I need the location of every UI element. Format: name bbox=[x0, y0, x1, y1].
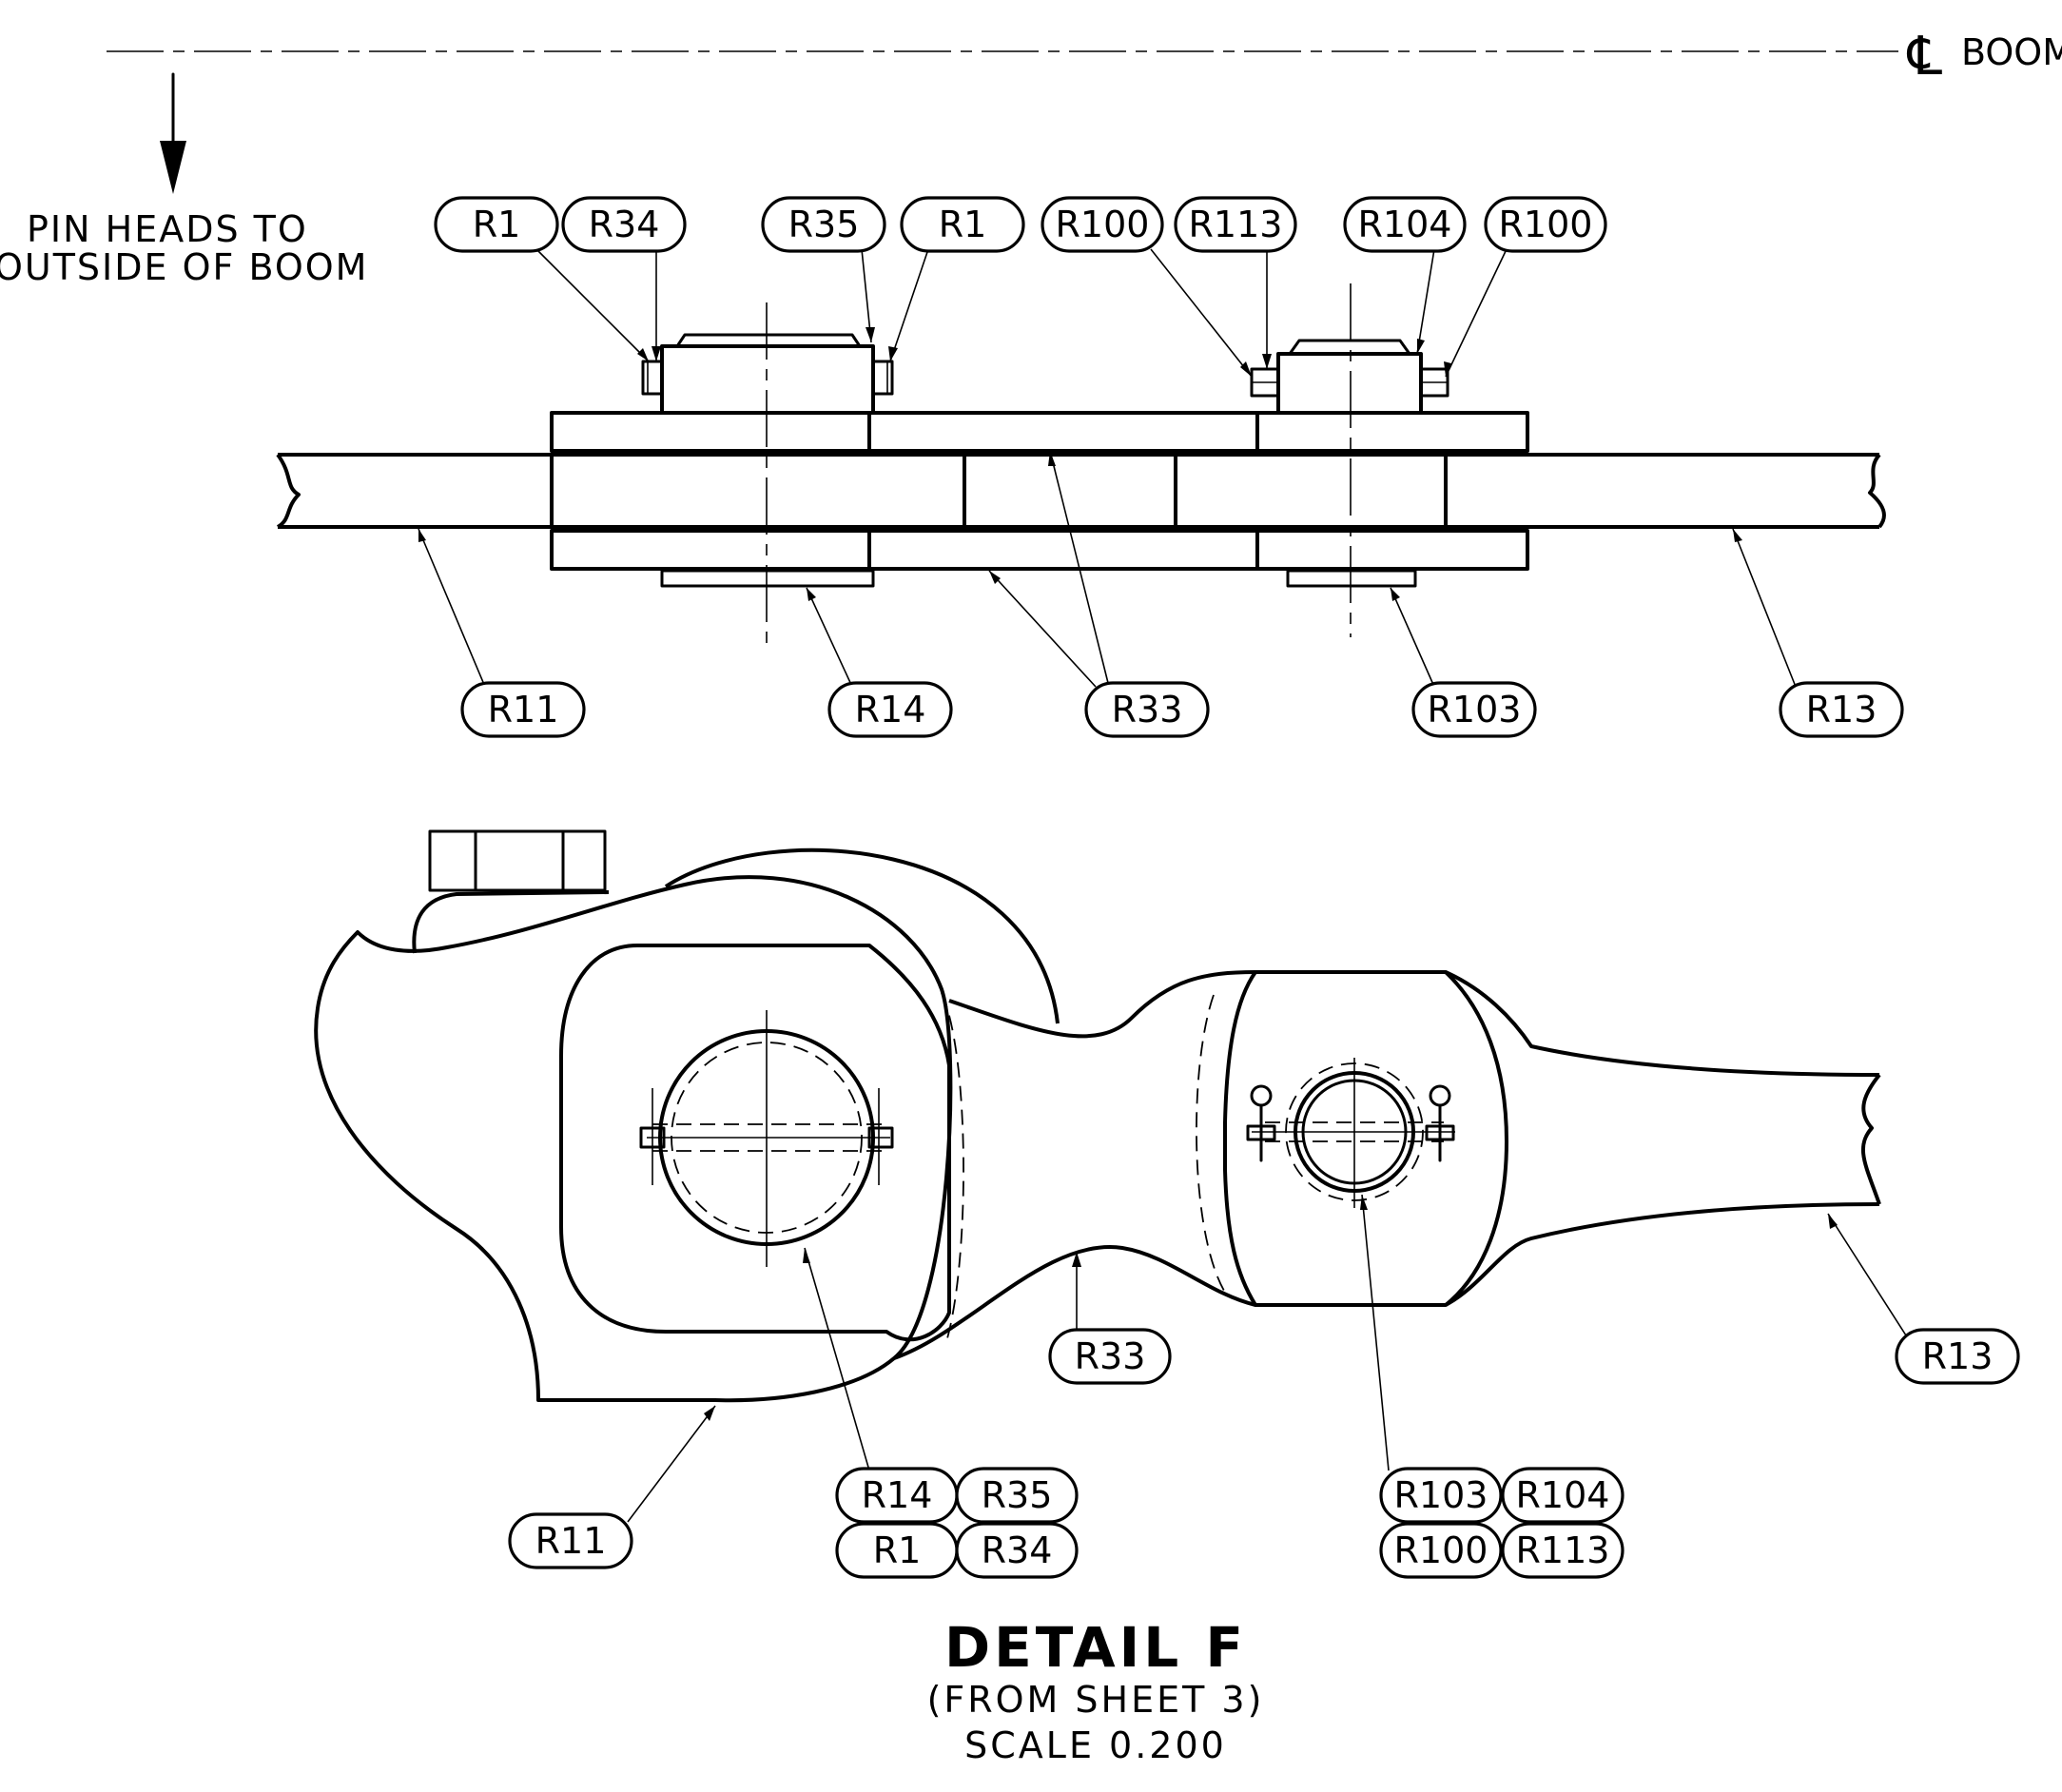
centerline-label: BOOM bbox=[1961, 31, 2062, 73]
link-R33 bbox=[948, 970, 1880, 1077]
balloon-top-r100-b: R100 bbox=[1484, 196, 1607, 253]
balloon-top-r1-b: R1 bbox=[900, 196, 1025, 253]
upper-link-plate bbox=[550, 411, 1529, 453]
svg-text:R104: R104 bbox=[1358, 204, 1452, 245]
balloon-grp-r1: R1 bbox=[835, 1522, 959, 1579]
centerline-symbol: ℄ bbox=[1906, 26, 1942, 88]
leader-lines bbox=[418, 246, 1907, 1523]
balloon-top-r104: R104 bbox=[1343, 196, 1467, 253]
detail-title-block: DETAIL F (FROM SHEET 3) SCALE 0.200 bbox=[927, 1615, 1265, 1766]
balloon-top-r34: R34 bbox=[561, 196, 687, 253]
svg-text:R104: R104 bbox=[1516, 1474, 1610, 1516]
svg-text:R100: R100 bbox=[1499, 204, 1593, 245]
pin-head-left bbox=[641, 333, 894, 415]
pin-heads-note: PIN HEADS TO OUTSIDE OF BOOM bbox=[0, 72, 368, 288]
boom-bar bbox=[276, 453, 1886, 529]
balloon-grp-r104: R104 bbox=[1501, 1467, 1624, 1524]
balloon-mid-r103: R103 bbox=[1411, 681, 1537, 738]
svg-text:R113: R113 bbox=[1516, 1529, 1610, 1571]
leader-arrows bbox=[418, 327, 1838, 1421]
balloon-top-r113: R113 bbox=[1174, 196, 1297, 253]
pin-head-right bbox=[1250, 339, 1449, 415]
balloon-bot-r33: R33 bbox=[1048, 1328, 1172, 1385]
svg-text:R34: R34 bbox=[982, 1529, 1053, 1571]
balloon-grp-r100: R100 bbox=[1379, 1522, 1503, 1579]
balloon-top-r100-a: R100 bbox=[1041, 196, 1164, 253]
svg-text:R11: R11 bbox=[535, 1520, 607, 1562]
svg-text:R35: R35 bbox=[788, 204, 860, 245]
svg-text:R1: R1 bbox=[473, 204, 521, 245]
svg-text:R1: R1 bbox=[873, 1529, 922, 1571]
svg-text:R33: R33 bbox=[1112, 689, 1183, 730]
svg-text:R100: R100 bbox=[1056, 204, 1150, 245]
svg-text:R14: R14 bbox=[862, 1474, 933, 1516]
svg-text:R113: R113 bbox=[1189, 204, 1283, 245]
top-view bbox=[276, 283, 1886, 647]
balloon-grp-r14: R14 bbox=[835, 1467, 959, 1524]
lower-link-plate bbox=[550, 529, 1529, 571]
balloon-mid-r33: R33 bbox=[1084, 681, 1210, 738]
bottom-view bbox=[314, 829, 1881, 1403]
balloon-bot-r13: R13 bbox=[1895, 1328, 2020, 1385]
boom-end-R11 bbox=[314, 875, 953, 1403]
balloon-grp-r103: R103 bbox=[1379, 1467, 1503, 1524]
balloon-top-r1-a: R1 bbox=[434, 196, 559, 253]
stop-block bbox=[428, 829, 607, 892]
svg-text:R103: R103 bbox=[1428, 689, 1522, 730]
svg-text:R34: R34 bbox=[589, 204, 660, 245]
balloon-mid-r14: R14 bbox=[827, 681, 953, 738]
washer-left bbox=[660, 569, 875, 588]
pin-left bbox=[639, 1010, 894, 1267]
svg-text:R33: R33 bbox=[1075, 1335, 1146, 1377]
balloon-grp-r34: R34 bbox=[955, 1522, 1079, 1579]
washer-right bbox=[1286, 569, 1417, 588]
balloon-top-r35: R35 bbox=[761, 196, 886, 253]
boom-centerline: ℄ BOOM bbox=[107, 26, 2062, 88]
balloon-mid-r11: R11 bbox=[460, 681, 586, 738]
svg-text:R103: R103 bbox=[1394, 1474, 1488, 1516]
note-line-2: OUTSIDE OF BOOM bbox=[0, 246, 368, 288]
svg-text:R13: R13 bbox=[1806, 689, 1877, 730]
note-line-1: PIN HEADS TO bbox=[27, 208, 308, 250]
balloon-bot-r11: R11 bbox=[508, 1512, 633, 1569]
svg-text:R14: R14 bbox=[855, 689, 926, 730]
svg-text:R35: R35 bbox=[982, 1474, 1053, 1516]
balloon-grp-r113: R113 bbox=[1501, 1522, 1624, 1579]
balloons: R1 R34 R35 R1 R100 R113 R104 R100 R11 R1… bbox=[434, 196, 2020, 1579]
svg-text:R13: R13 bbox=[1922, 1335, 1994, 1377]
detail-source: (FROM SHEET 3) bbox=[927, 1679, 1265, 1721]
detail-scale: SCALE 0.200 bbox=[964, 1724, 1227, 1766]
svg-text:R1: R1 bbox=[939, 204, 987, 245]
balloon-grp-r35: R35 bbox=[955, 1467, 1079, 1524]
balloon-mid-r13: R13 bbox=[1779, 681, 1904, 738]
svg-text:R100: R100 bbox=[1394, 1529, 1488, 1571]
detail-title: DETAIL F bbox=[944, 1615, 1247, 1680]
svg-text:R11: R11 bbox=[488, 689, 559, 730]
pin-right bbox=[1246, 1058, 1455, 1208]
note-arrow-icon bbox=[160, 141, 186, 194]
